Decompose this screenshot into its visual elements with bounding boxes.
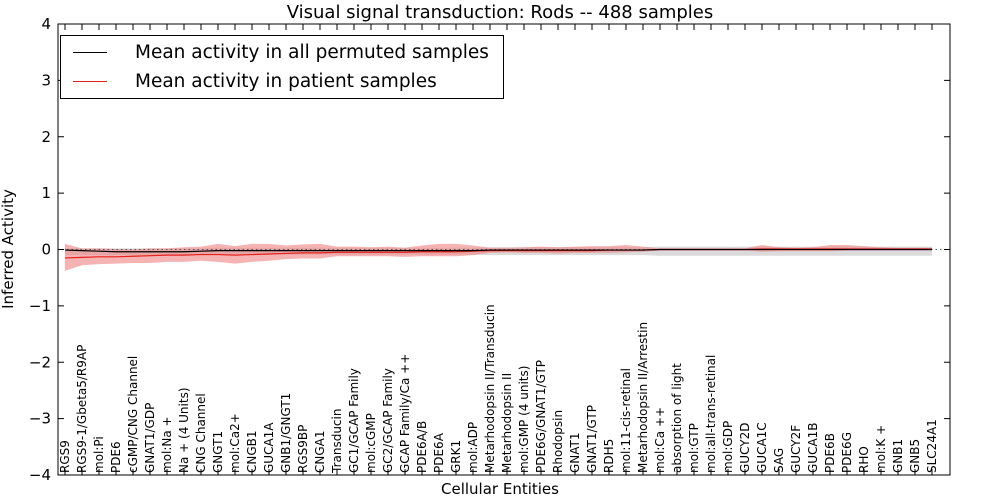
legend-item-permuted: Mean activity in all permuted samples xyxy=(73,38,489,66)
x-tick-label: GCAP Family/Ca ++ xyxy=(398,354,412,473)
x-tick-label: GNB1/GNGT1 xyxy=(279,393,293,473)
y-tick-label: 2 xyxy=(41,128,51,146)
x-tick-label: mol:GTP xyxy=(687,423,701,473)
x-tick-label: mol:Na + xyxy=(160,416,174,473)
x-tick-label: GNB1 xyxy=(891,439,905,473)
legend-item-patient: Mean activity in patient samples xyxy=(73,67,437,95)
x-tick-label: GNAT1 xyxy=(568,432,582,473)
x-tick-label: GNAT1/GDP xyxy=(143,403,157,473)
x-tick-label: mol:cGMP xyxy=(364,413,378,473)
x-tick-label: GNB5 xyxy=(908,439,922,473)
x-tick-label: PDE6G/GNAT1/GTP xyxy=(534,360,548,473)
x-tick-label: mol:Ca2+ xyxy=(228,413,242,473)
x-tick-label: PDE6 xyxy=(109,441,123,473)
y-tick-label: −3 xyxy=(29,410,51,428)
y-tick-label: −1 xyxy=(29,297,51,315)
x-tick-label: GUCA1C xyxy=(755,422,769,473)
x-tick-label: mol:ADP xyxy=(466,422,480,473)
x-tick-label: GRK1 xyxy=(449,440,463,473)
x-tick-label: RGS9-1/Gbeta5/R9AP xyxy=(75,345,89,473)
x-tick-label: SAG xyxy=(772,448,786,473)
y-tick-label: 1 xyxy=(41,184,51,202)
x-tick-label: cGMP/CNG Channel xyxy=(126,356,140,473)
x-tick-label: mol:GDP xyxy=(721,421,735,473)
series-lines xyxy=(64,248,932,259)
x-tick-label: PDE6A/B xyxy=(415,421,429,473)
x-tick-label: GUCA1B xyxy=(806,422,820,473)
x-tick-label: Metarhodopsin II/Arrestin xyxy=(636,322,650,473)
line-series-0 xyxy=(64,248,932,253)
y-tick-label: 4 xyxy=(41,15,51,33)
x-tick-label: mol:Ca ++ xyxy=(653,407,667,473)
x-tick-label: GUCY2F xyxy=(789,425,803,473)
x-tick-label: GNGT1 xyxy=(211,431,225,473)
x-tick-label: RDH5 xyxy=(602,439,616,473)
x-tick-label: mol:all-trans-retinal xyxy=(704,355,718,473)
x-tick-label: mol:Pi xyxy=(92,436,106,473)
x-tick-label: RGS9 xyxy=(58,440,72,473)
legend-label-patient: Mean activity in patient samples xyxy=(135,70,437,92)
x-tick-label: PDE6A xyxy=(432,432,446,473)
x-tick-label: RGS9BP xyxy=(296,425,310,473)
x-tick-label: GC1/GCAP Family xyxy=(347,368,361,473)
x-tick-label: PDE6G xyxy=(840,432,854,473)
legend-label-permuted: Mean activity in all permuted samples xyxy=(135,41,489,63)
legend: Mean activity in all permuted samples Me… xyxy=(60,35,504,99)
x-tick-label: Transducin xyxy=(330,409,344,474)
y-tick-label: 0 xyxy=(41,241,51,259)
x-tick-label: CNGA1 xyxy=(313,431,327,474)
x-tick-label: absorption of light xyxy=(670,363,684,473)
x-tick-label: CNG Channel xyxy=(194,393,208,473)
x-tick-label: RHO xyxy=(857,446,871,473)
y-axis-label: Inferred Activity xyxy=(0,189,17,309)
x-tick-label: mol:11-cis-retinal xyxy=(619,368,633,473)
x-axis-label: Cellular Entities xyxy=(441,480,559,498)
legend-swatch-permuted xyxy=(73,51,107,53)
x-tick-label: Na + (4 Units) xyxy=(177,387,191,473)
y-tick-label: −4 xyxy=(29,466,51,484)
confidence-bands xyxy=(65,243,932,271)
x-tick-label: mol:GMP (4 units) xyxy=(517,366,531,473)
x-tick-label: CNGB1 xyxy=(245,430,259,473)
x-tick-label: Metarhodopsin II xyxy=(500,373,514,473)
y-tick-label: −2 xyxy=(29,353,51,371)
y-axis: 4 3 2 1 0 −1 −2 −3 −4 xyxy=(29,15,950,484)
x-tick-label: Rhodopsin xyxy=(551,410,565,473)
y-tick-label: 3 xyxy=(41,71,51,89)
x-tick-label: mol:K + xyxy=(874,425,888,473)
x-tick-label: SLC24A1 xyxy=(925,419,939,473)
x-tick-label: Metarhodopsin II/Transducin xyxy=(483,304,497,473)
x-tick-label: PDE6B xyxy=(823,433,837,473)
legend-swatch-patient xyxy=(73,80,107,82)
x-tick-label: GC2/GCAP Family xyxy=(381,368,395,473)
x-tick-label: GUCA1A xyxy=(262,422,276,473)
band-series-1 xyxy=(65,243,932,271)
x-tick-label: GNAT1/GTP xyxy=(585,405,599,473)
x-tick-label: GUCY2D xyxy=(738,423,752,473)
chart-title: Visual signal transduction: Rods -- 488 … xyxy=(287,2,714,23)
